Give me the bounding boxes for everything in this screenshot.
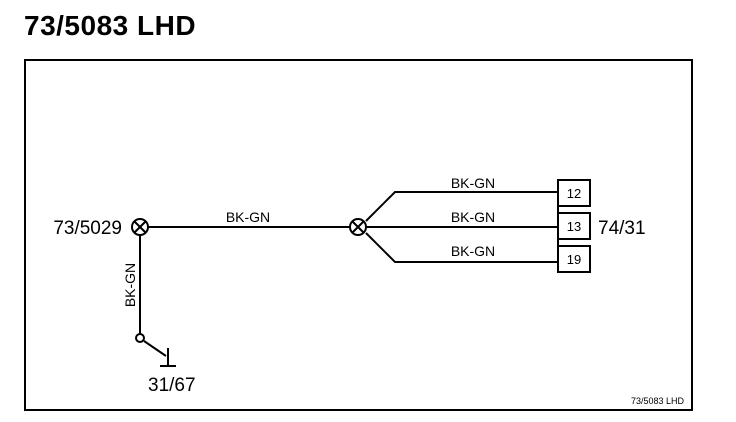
diagram-frame (24, 59, 693, 411)
wire-main-label: BK-GN (226, 209, 270, 225)
wire-branch-top (365, 191, 558, 222)
connector-pin-12: 12 (567, 186, 581, 201)
connector-pin-13: 13 (567, 219, 581, 234)
ground-icon (135, 333, 176, 367)
connector-74-31 (557, 179, 591, 273)
connector-label: 74/31 (598, 218, 646, 239)
connector-pin-box-2 (557, 212, 591, 240)
splice-left-label: 73/5029 (53, 218, 122, 239)
wire-ground-drop-label: BK-GN (122, 263, 138, 307)
connector-pin-box-3 (557, 245, 591, 273)
footer-reference: 73/5083 LHD (631, 396, 685, 406)
wire-branch-mid-label: BK-GN (451, 209, 495, 225)
splice-left-icon (131, 218, 149, 236)
ground-label: 31/67 (148, 375, 196, 396)
connector-pin-19: 19 (567, 252, 581, 267)
page-title: 73/5083 LHD (24, 10, 197, 41)
wire-branch-top-label: BK-GN (451, 175, 495, 191)
wire-branch-bottom-label: BK-GN (451, 243, 495, 259)
connector-pin-box-1 (557, 179, 591, 207)
splice-right-icon (349, 218, 367, 236)
wire-branch-bottom (365, 232, 558, 263)
